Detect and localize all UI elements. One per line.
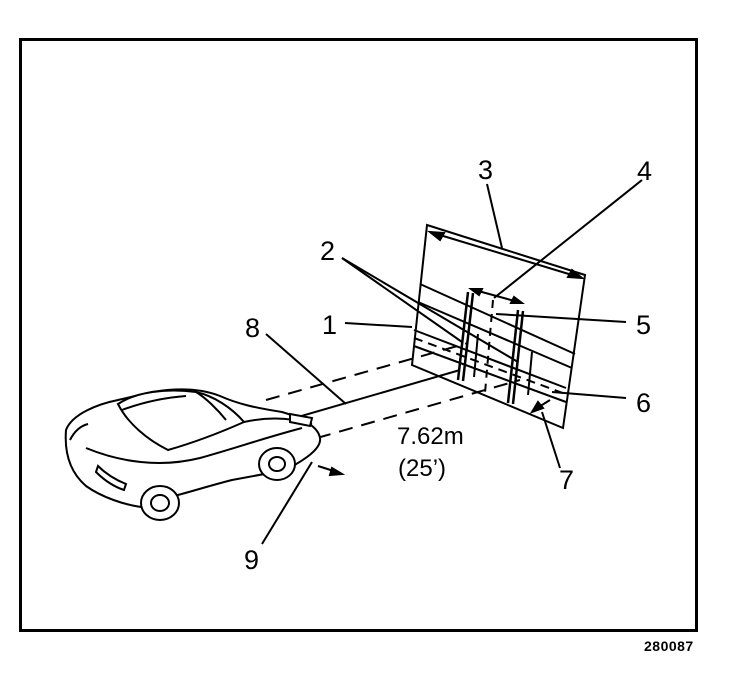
leader-4	[493, 179, 643, 299]
dimension-9-arrow	[317, 465, 346, 477]
figure-frame	[19, 38, 698, 632]
screen-center-vertical	[484, 299, 494, 394]
leader-3	[486, 183, 503, 249]
leader-2b	[341, 257, 519, 363]
distance-imperial: (25’)	[398, 455, 446, 482]
callout-9: 9	[244, 545, 259, 575]
leader-9	[261, 461, 313, 545]
car-windshield	[195, 391, 227, 421]
car-rear-bumper	[69, 423, 89, 441]
leader-2a	[341, 257, 463, 343]
left-lamp-vertical	[461, 292, 475, 382]
screen-vertical-tick	[527, 351, 533, 396]
dimension-4-spacing	[468, 288, 525, 304]
callout-7: 7	[559, 465, 574, 495]
figure-id: 280087	[644, 638, 694, 654]
car-tail-lamp	[94, 464, 128, 492]
right-lamp-vertical	[511, 310, 525, 405]
beam-lower-dashed	[316, 379, 521, 439]
car-beltline	[85, 427, 303, 464]
screen-horizontal-line	[413, 329, 567, 389]
screen-centerline	[413, 337, 569, 396]
callout-6: 6	[636, 388, 651, 418]
dimension-7-arrow	[529, 399, 551, 414]
vehicle	[64, 388, 322, 521]
screen-vertical-tick	[473, 333, 479, 378]
screen-horizontal-line	[413, 345, 567, 403]
distance-metric: 7.62m	[397, 423, 464, 450]
screen-horizontal-line	[417, 301, 573, 369]
callout-4: 4	[637, 156, 652, 186]
car-rear-window	[121, 395, 187, 411]
aiming-screen	[410, 223, 587, 430]
car-front-wheel-hub	[268, 456, 286, 472]
leader-6	[551, 391, 627, 399]
screen-panel	[410, 223, 587, 430]
leader-lines	[261, 179, 643, 545]
screen-horizontal-line	[419, 283, 576, 355]
leader-8	[265, 333, 347, 405]
dimension-3-width	[426, 230, 586, 280]
callout-3: 3	[478, 155, 493, 185]
callout-2: 2	[320, 236, 335, 266]
leader-5	[495, 313, 627, 323]
car-headlamp	[289, 412, 314, 428]
callout-1: 1	[322, 310, 337, 340]
right-lamp-vertical	[506, 309, 520, 404]
car-rear-wheel-hub	[150, 494, 170, 512]
callouts: 1 2 3 4 5 6 7 8 9 7.62m (25’)	[244, 155, 652, 575]
callout-5: 5	[636, 310, 651, 340]
callout-8: 8	[245, 313, 260, 343]
leader-7	[541, 411, 561, 469]
left-lamp-vertical	[456, 291, 470, 381]
leader-1	[344, 322, 413, 328]
beam-upper-dashed	[265, 342, 469, 401]
